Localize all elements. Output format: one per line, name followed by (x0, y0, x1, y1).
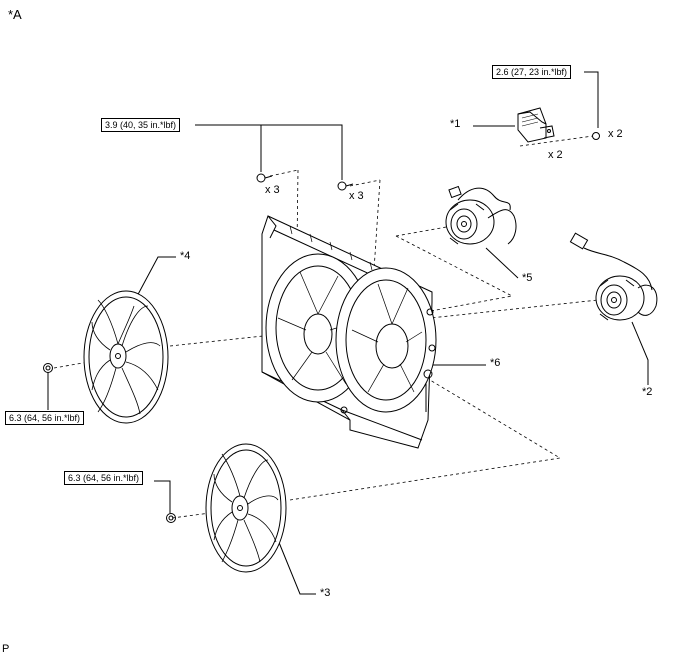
bolt-icon (256, 173, 273, 183)
callout-motor-right: *2 (642, 386, 653, 398)
bolt-icon (337, 181, 354, 191)
fan-motor-upper (445, 185, 517, 245)
callout-fan-left: *4 (180, 250, 191, 262)
resistor-part (517, 107, 555, 143)
fan-lower (205, 443, 287, 573)
quantity-label: x 2 (548, 149, 563, 161)
torque-spec-box: 2.6 (27, 23 in.*lbf) (492, 65, 572, 79)
bolt-group (43, 132, 600, 523)
torque-spec-box: 3.9 (40, 35 in.*lbf) (101, 118, 181, 132)
quantity-label: x 2 (608, 128, 623, 140)
bolt-icon (592, 132, 600, 140)
figure-tag: *A (8, 7, 22, 22)
quantity-label: x 3 (349, 190, 364, 202)
nut-icon (166, 513, 176, 523)
fan-left (83, 290, 169, 424)
fan-motor-right (569, 232, 658, 321)
callout-shroud: *6 (490, 357, 501, 369)
quantity-label: x 3 (265, 184, 280, 196)
leader-lines (47, 71, 649, 595)
callout-fan-lower: *3 (320, 587, 331, 599)
callout-resistor: *1 (450, 118, 461, 130)
footer-tag: P (2, 643, 10, 655)
torque-spec-box: 6.3 (64, 56 in.*lbf) (5, 411, 85, 425)
torque-spec-box: 6.3 (64, 56 in.*lbf) (64, 471, 144, 485)
nut-icon (43, 363, 53, 373)
fan-shroud (261, 215, 437, 449)
callout-motor-upper: *5 (522, 272, 533, 284)
